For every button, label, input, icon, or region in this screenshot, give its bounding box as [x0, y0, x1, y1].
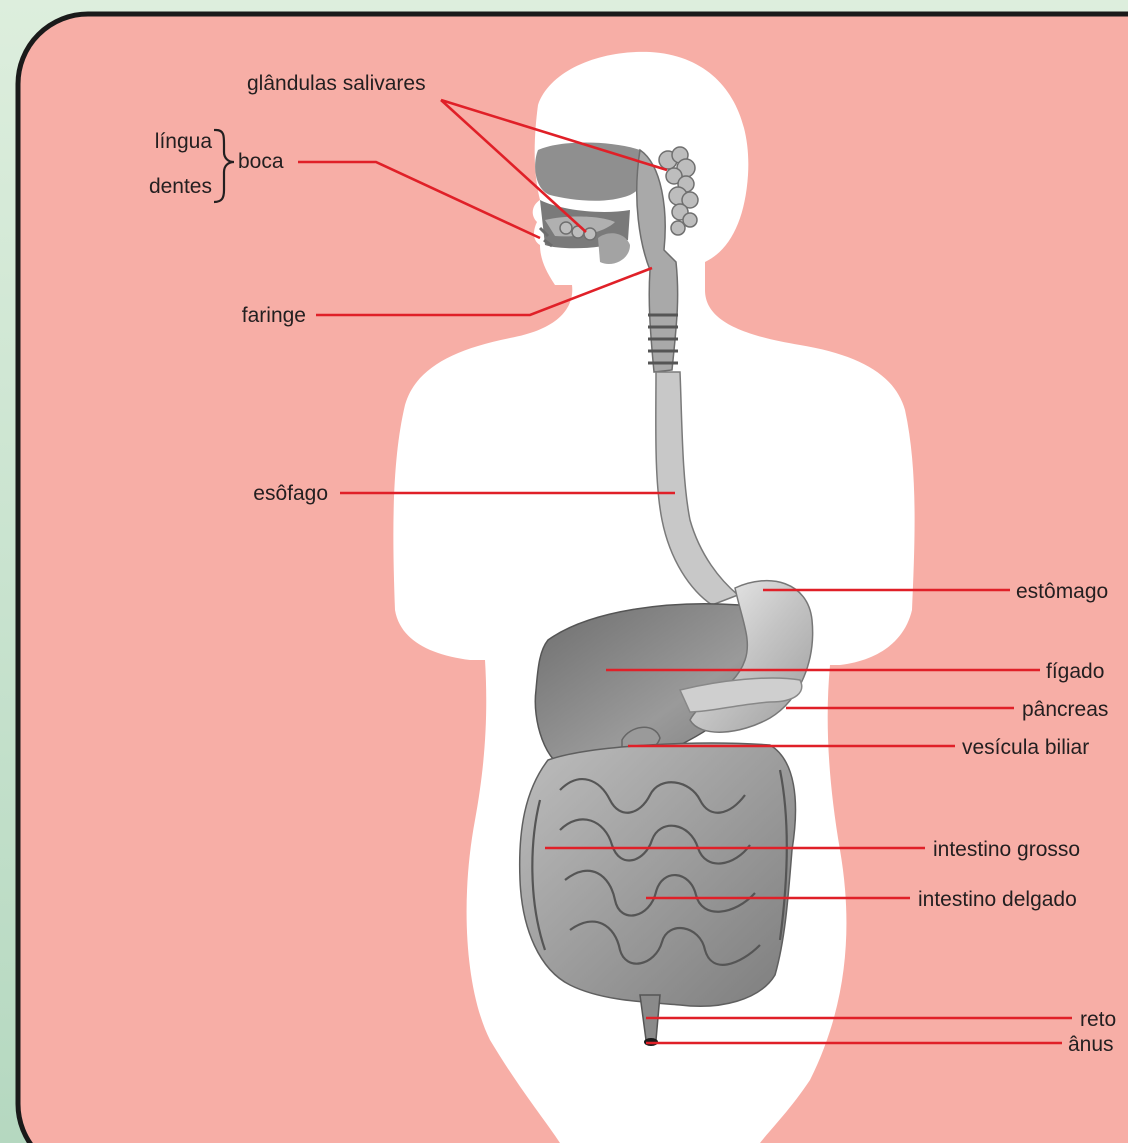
label-large-intestine: intestino grosso	[933, 838, 1080, 861]
label-anus: ânus	[1068, 1033, 1114, 1056]
label-rectum: reto	[1080, 1008, 1116, 1031]
label-tongue: língua	[155, 130, 213, 153]
label-stomach: estômago	[1016, 580, 1108, 603]
label-small-intestine: intestino delgado	[918, 888, 1077, 911]
label-gallbladder: vesícula biliar	[962, 736, 1089, 759]
label-pancreas: pâncreas	[1022, 698, 1108, 721]
label-esophagus: esôfago	[253, 482, 328, 505]
label-liver: fígado	[1046, 660, 1104, 683]
label-salivary-glands: glândulas salivares	[247, 72, 426, 95]
label-teeth: dentes	[149, 175, 212, 198]
label-mouth: boca	[238, 150, 284, 173]
label-pharynx: faringe	[242, 304, 306, 327]
